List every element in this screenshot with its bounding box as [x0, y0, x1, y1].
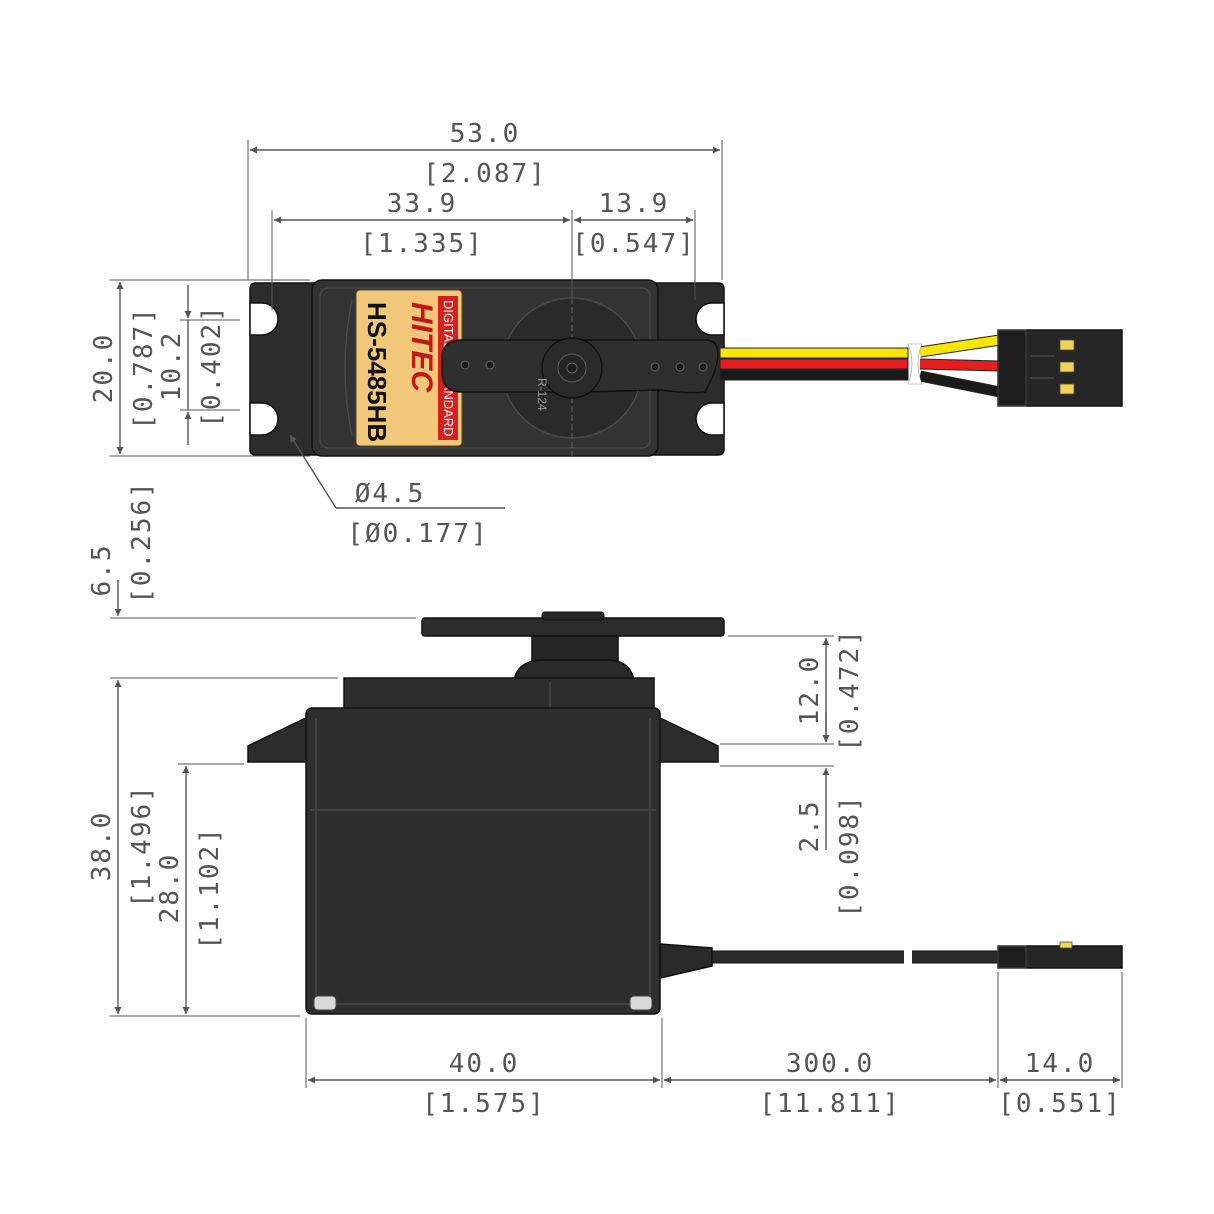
dim-tab-height-in: [1.102] [195, 826, 225, 950]
horn-hole [485, 360, 495, 370]
dim-hole-spacing-mm: 10.2 [157, 331, 187, 402]
wire-break [907, 343, 923, 385]
gear-tower [513, 659, 635, 683]
mounting-hole-top-left [249, 302, 279, 336]
side-view [110, 580, 1123, 1088]
top-view: DIGITAL STANDARD HITEC HS-5485HB R-124 [110, 140, 1123, 509]
horn-hub-side [541, 611, 605, 621]
dim-body-length-mm: 40.0 [449, 1049, 520, 1079]
wire-power-fan [919, 359, 1001, 371]
dim-total-height-in: [1.496] [127, 784, 157, 908]
side-view-dimensions [110, 580, 1123, 1088]
dimension-labels: 53.0 [2.087] 33.9 [1.335] 13.9 [0.547] Ø… [87, 119, 1122, 1119]
wire-signal [719, 347, 909, 359]
mounting-hole-top-right [695, 302, 725, 336]
dim-lead-length-mm: 300.0 [786, 1049, 874, 1079]
dim-total-width-mm: 53.0 [450, 119, 521, 149]
dim-lead-length-in: [11.811] [759, 1089, 900, 1119]
wire-signal-fan [919, 335, 1001, 357]
horn-code: R-124 [535, 378, 549, 411]
dim-tab-thickness-in: [0.098] [835, 794, 865, 918]
flange-tab-left [247, 714, 311, 763]
horn-screw [566, 362, 578, 374]
connector-side-pin [1059, 941, 1073, 949]
dim-shaft-offset-in: [1.335] [360, 229, 484, 259]
wire-ground-fan [919, 371, 1001, 397]
top-cap [343, 677, 655, 713]
dim-mount-offset-in: [0.547] [572, 229, 696, 259]
dim-hole-spacing-in: [0.402] [197, 304, 227, 428]
output-spline [531, 635, 619, 663]
dim-total-width-in: [2.087] [423, 159, 547, 189]
horn-hole [698, 362, 708, 372]
dim-mount-offset-mm: 13.9 [599, 189, 670, 219]
servo-lead-side [711, 950, 1001, 964]
connector-pin [1059, 339, 1075, 351]
horn-hole [460, 360, 470, 370]
leader-hole-dia [289, 434, 337, 509]
dim-width-mm: 20.0 [89, 333, 119, 404]
connector-pin [1059, 383, 1075, 395]
horn-hole [675, 362, 685, 372]
label-brand: HITEC [405, 302, 438, 393]
case-screw-right [629, 995, 653, 1011]
horn-hole [650, 362, 660, 372]
dim-tab-height-mm: 28.0 [155, 853, 185, 924]
lead-break [904, 948, 912, 966]
mounting-holes [249, 302, 725, 436]
dim-plug-length-in: [0.551] [998, 1089, 1122, 1119]
dim-hole-dia-in: [Ø0.177] [347, 519, 488, 549]
servo-horn-side [421, 617, 725, 637]
dim-tab-thickness-mm: 2.5 [795, 800, 825, 853]
connector-pin [1059, 361, 1075, 373]
case-bulge [344, 299, 353, 437]
dim-width-in: [0.787] [129, 306, 159, 430]
dim-total-height-mm: 38.0 [87, 811, 117, 882]
servo-wires-top [719, 329, 1123, 407]
label-model: HS-5485HB [362, 302, 392, 442]
connector-side-latch [997, 945, 1027, 969]
mounting-hole-bottom-right [695, 402, 725, 436]
label-digital: DIGITAL [441, 300, 456, 350]
mounting-hole-bottom-left [249, 402, 279, 436]
dim-horn-height-mm: 6.5 [87, 544, 117, 597]
top-view-dimensions [110, 140, 723, 509]
dim-hole-dia-mm: Ø4.5 [355, 479, 426, 509]
servo-horn-top: R-124 [441, 337, 719, 411]
dim-top-height-mm: 12.0 [795, 655, 825, 726]
flange-tab-right [655, 714, 719, 763]
dim-shaft-offset-mm: 33.9 [387, 189, 458, 219]
case-body [305, 707, 661, 1015]
case-screw-left [313, 995, 337, 1011]
dim-top-height-in: [0.472] [835, 628, 865, 752]
dim-horn-height-in: [0.256] [127, 480, 157, 604]
dim-plug-length-mm: 14.0 [1025, 1049, 1096, 1079]
wire-ground [719, 369, 909, 381]
dim-body-length-in: [1.575] [422, 1089, 546, 1119]
connector-top-latch [997, 329, 1027, 407]
wire-grommet [659, 943, 713, 979]
wire-power [719, 358, 909, 370]
